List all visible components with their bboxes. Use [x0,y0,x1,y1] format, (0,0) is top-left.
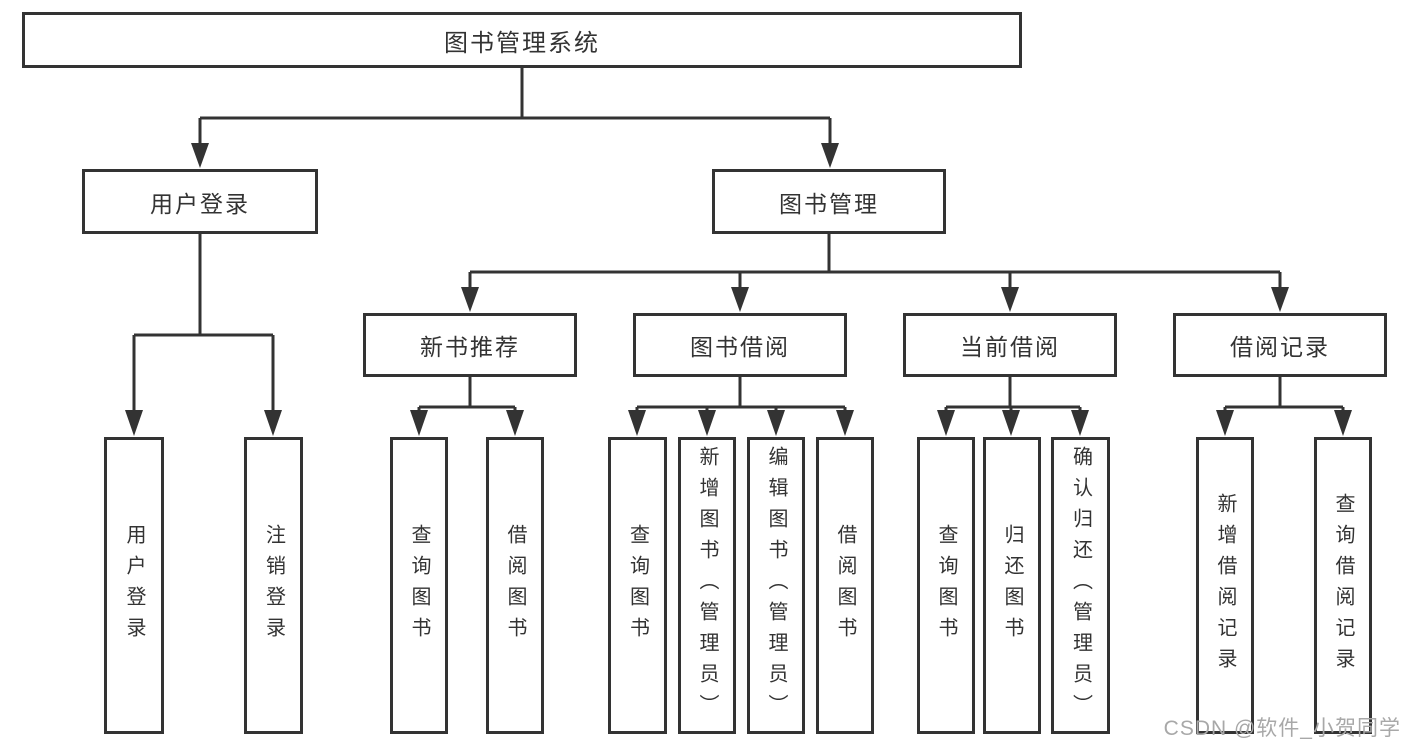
node-current-borrowing: 当前借阅 [903,313,1117,377]
node-label: 借阅图书 [834,523,856,648]
node-label: 图书借阅 [690,334,790,360]
arrowheads [125,143,1352,436]
node-user-login: 用户登录 [82,169,318,234]
node-label: 当前借阅 [960,334,1060,360]
node-label: 图书管理系统 [444,29,600,57]
node-label: 借阅记录 [1230,334,1330,360]
node-label: 确认归还（管理员） [1069,446,1092,725]
node-label: 注销登录 [262,523,285,648]
node-label: 查询借阅记录 [1332,492,1354,679]
csdn-watermark: CSDN @软件_小贺同学 [1163,717,1401,740]
node-label: 编辑图书（管理员） [765,446,787,725]
leaf-logout: 注销登录 [244,437,303,734]
leaf-borrow-books-recommend: 借阅图书 [486,437,544,734]
leaf-confirm-return-admin: 确认归还（管理员） [1051,437,1110,734]
leaf-edit-book-admin: 编辑图书（管理员） [747,437,805,734]
node-label: 借阅图书 [504,523,526,648]
leaf-query-books-current: 查询图书 [917,437,975,734]
node-borrowing-records: 借阅记录 [1173,313,1387,377]
node-library-management-system: 图书管理系统 [22,12,1022,68]
leaf-add-book-admin: 新增图书（管理员） [678,437,736,734]
node-label: 用户登录 [150,190,250,217]
node-label: 查询图书 [626,523,649,648]
leaf-query-borrow-record: 查询借阅记录 [1314,437,1372,734]
node-book-borrowing: 图书借阅 [633,313,847,377]
leaf-borrow-books-borrowing: 借阅图书 [816,437,874,734]
node-label: 图书管理 [779,190,879,217]
leaf-query-books-recommend: 查询图书 [390,437,448,734]
leaf-query-books-borrowing: 查询图书 [608,437,667,734]
node-label: 查询图书 [935,523,957,648]
leaf-add-borrow-record: 新增借阅记录 [1196,437,1254,734]
node-new-book-recommendation: 新书推荐 [363,313,577,377]
node-label: 新书推荐 [420,334,520,360]
node-label: 查询图书 [408,523,430,648]
node-label: 新增借阅记录 [1214,492,1236,679]
node-label: 新增图书（管理员） [696,446,718,725]
node-book-management: 图书管理 [712,169,946,234]
leaf-user-login: 用户登录 [104,437,164,734]
node-label: 用户登录 [123,523,145,648]
node-label: 归还图书 [1001,523,1023,648]
leaf-return-book: 归还图书 [983,437,1041,734]
